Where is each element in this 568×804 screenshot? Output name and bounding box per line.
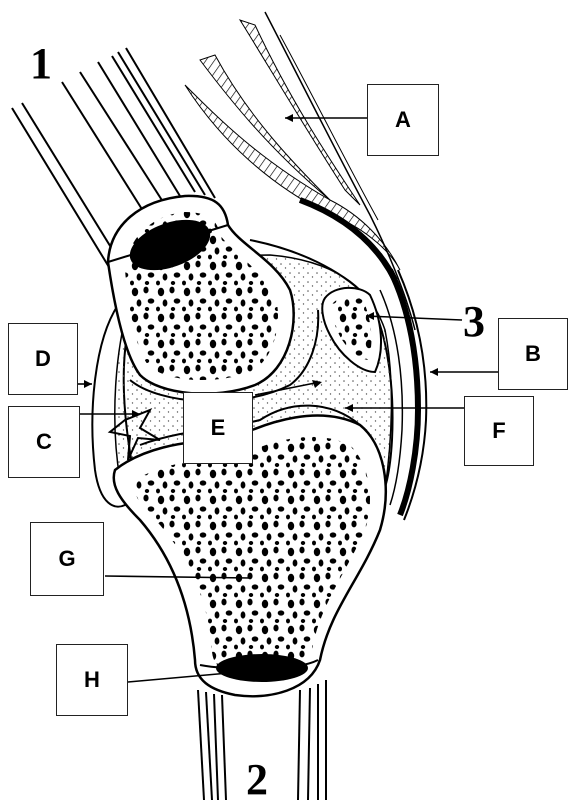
label-c: C [8, 406, 80, 478]
label-a: A [367, 84, 439, 156]
number-1: 1 [30, 42, 52, 86]
label-b: B [498, 318, 568, 390]
number-3: 3 [463, 300, 485, 344]
label-e: E [183, 392, 253, 464]
label-h: H [56, 644, 128, 716]
label-f: F [464, 396, 534, 466]
number-2: 2 [246, 758, 268, 802]
label-g: G [30, 522, 104, 596]
femur-head [108, 196, 294, 394]
label-d: D [8, 323, 78, 395]
